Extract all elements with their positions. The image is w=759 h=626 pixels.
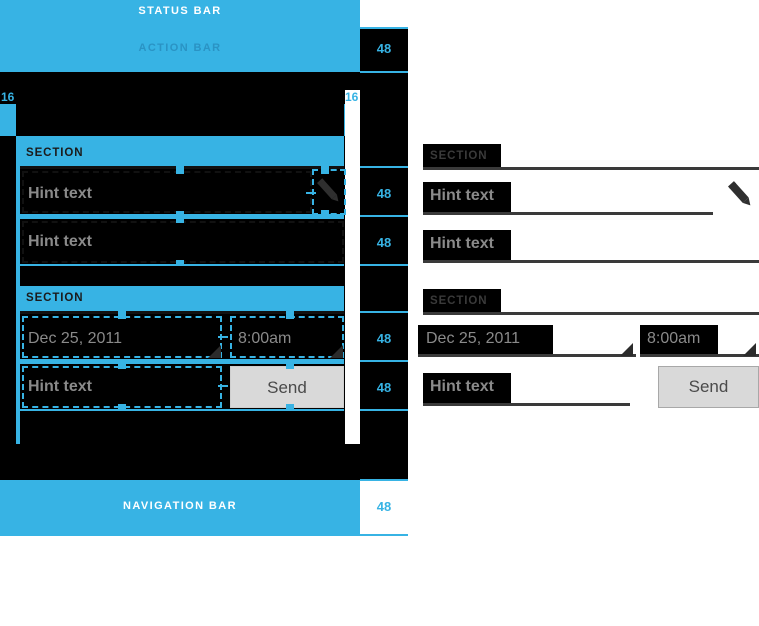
device-row-1-hint: Hint text xyxy=(28,185,92,202)
spacing-tick-3 xyxy=(218,385,228,387)
resize-handle-top[interactable] xyxy=(176,166,184,174)
badge-48-navbar: 48 xyxy=(376,499,392,514)
badge-48-row3: 48 xyxy=(376,331,392,346)
gutter-block-navgap xyxy=(360,444,408,480)
spacing-tick-2 xyxy=(218,336,228,338)
r-time-value[interactable]: 8:00am xyxy=(647,330,701,347)
resize-handle-3b-top[interactable] xyxy=(286,311,294,319)
resize-handle-4b-top[interactable] xyxy=(286,361,294,369)
section-header-1: SECTION xyxy=(26,147,84,159)
resize-handle-2-top[interactable] xyxy=(176,215,184,223)
section-2-trailing-fill xyxy=(20,411,344,444)
r-section-header-1: SECTION xyxy=(430,150,488,162)
gutter-block-content xyxy=(360,72,408,480)
navigation-bar-label: NAVIGATION BAR xyxy=(123,500,237,512)
resize-handle-4-top[interactable] xyxy=(118,361,126,369)
keyline-left-label: 16 xyxy=(1,90,15,104)
status-bar-label: STATUS BAR xyxy=(138,5,222,17)
guide-line-4 xyxy=(360,215,422,217)
resize-handle-4b-bottom[interactable] xyxy=(286,404,294,412)
status-bar: STATUS BAR xyxy=(0,0,360,28)
resize-handle-3-top[interactable] xyxy=(118,311,126,319)
measurement-gutter: 48 48 48 48 48 48 xyxy=(360,0,422,536)
r-date-value[interactable]: Dec 25, 2011 xyxy=(426,330,520,347)
guide-line-3 xyxy=(360,166,422,168)
badge-48-row1: 48 xyxy=(376,186,392,201)
guide-line-5 xyxy=(360,264,422,266)
time-field-value[interactable]: 8:00am xyxy=(238,330,292,347)
device-row-4-hint: Hint text xyxy=(28,378,92,395)
resize-handle-icon-top[interactable] xyxy=(321,166,329,174)
resize-handle-icon-bottom[interactable] xyxy=(321,210,329,218)
r-row-1-underline xyxy=(423,212,713,215)
section-rule-2 xyxy=(20,311,344,314)
guide-line-1 xyxy=(360,27,422,29)
action-bar: ACTION BAR xyxy=(0,28,360,72)
resize-handle-4-bottom[interactable] xyxy=(118,404,126,412)
guide-line-10 xyxy=(360,534,422,536)
r-section-1-chip xyxy=(423,144,501,168)
device-row-2-hint: Hint text xyxy=(28,233,92,250)
r-section-header-2: SECTION xyxy=(430,295,488,307)
gutter-block-actionbar xyxy=(360,28,408,72)
guide-line-8 xyxy=(360,409,422,411)
guide-line-2 xyxy=(360,71,422,73)
device-row-1-fill xyxy=(20,169,344,214)
spacing-tick-1 xyxy=(306,192,316,194)
r-section-2-chip xyxy=(423,289,501,313)
device-mockup: STATUS BAR ACTION BAR 16 16 SECTION Hint… xyxy=(0,0,696,626)
r-time-chip xyxy=(640,325,718,357)
rendered-panel: SECTION Hint text Hint text SECTION Dec … xyxy=(408,0,759,536)
guide-line-6 xyxy=(360,311,422,313)
r-time-caret-icon[interactable] xyxy=(743,343,756,356)
r-row-1-chip xyxy=(423,182,511,214)
r-section-rule-1 xyxy=(423,167,759,170)
guide-line-9 xyxy=(360,479,422,481)
date-field-value[interactable]: Dec 25, 2011 xyxy=(28,330,122,347)
badge-48-actionbar: 48 xyxy=(376,41,392,56)
r-row-2-underline xyxy=(423,260,759,263)
r-time-underline xyxy=(640,354,759,357)
content-top-block xyxy=(16,112,344,136)
pencil-icon[interactable] xyxy=(724,178,758,212)
date-dropdown-caret-icon[interactable] xyxy=(208,345,221,358)
r-row-2-hint: Hint text xyxy=(430,235,494,252)
r-row-4-chip xyxy=(423,373,511,405)
r-section-rule-2 xyxy=(423,312,759,315)
guide-line-7 xyxy=(360,360,422,362)
badge-48-row4: 48 xyxy=(376,380,392,395)
section-1-trailing-fill xyxy=(20,266,344,286)
r-row-4-hint: Hint text xyxy=(430,378,494,395)
nav-gap-fill xyxy=(0,444,360,480)
time-dropdown-caret-icon[interactable] xyxy=(330,345,343,358)
send-button[interactable]: Send xyxy=(230,366,344,408)
resize-handle-2-bottom[interactable] xyxy=(176,260,184,268)
r-date-caret-icon[interactable] xyxy=(620,343,633,356)
action-bar-label: ACTION BAR xyxy=(138,42,222,54)
pencil-icon[interactable] xyxy=(313,174,345,208)
r-row-2-chip xyxy=(423,230,511,262)
spec-sheet: STATUS BAR ACTION BAR 16 16 SECTION Hint… xyxy=(0,0,759,536)
device-row-2-fill xyxy=(20,219,344,264)
r-row-1-hint: Hint text xyxy=(430,187,494,204)
r-date-chip xyxy=(418,325,553,357)
r-date-underline xyxy=(418,354,636,357)
r-row-4-underline xyxy=(423,403,630,406)
keyline-left-16 xyxy=(0,104,16,136)
device-row-3-fill xyxy=(20,314,344,359)
section-header-2: SECTION xyxy=(26,292,84,304)
navigation-bar: NAVIGATION BAR xyxy=(0,480,360,536)
send-button[interactable]: Send xyxy=(658,366,759,408)
badge-48-row2: 48 xyxy=(376,235,392,250)
